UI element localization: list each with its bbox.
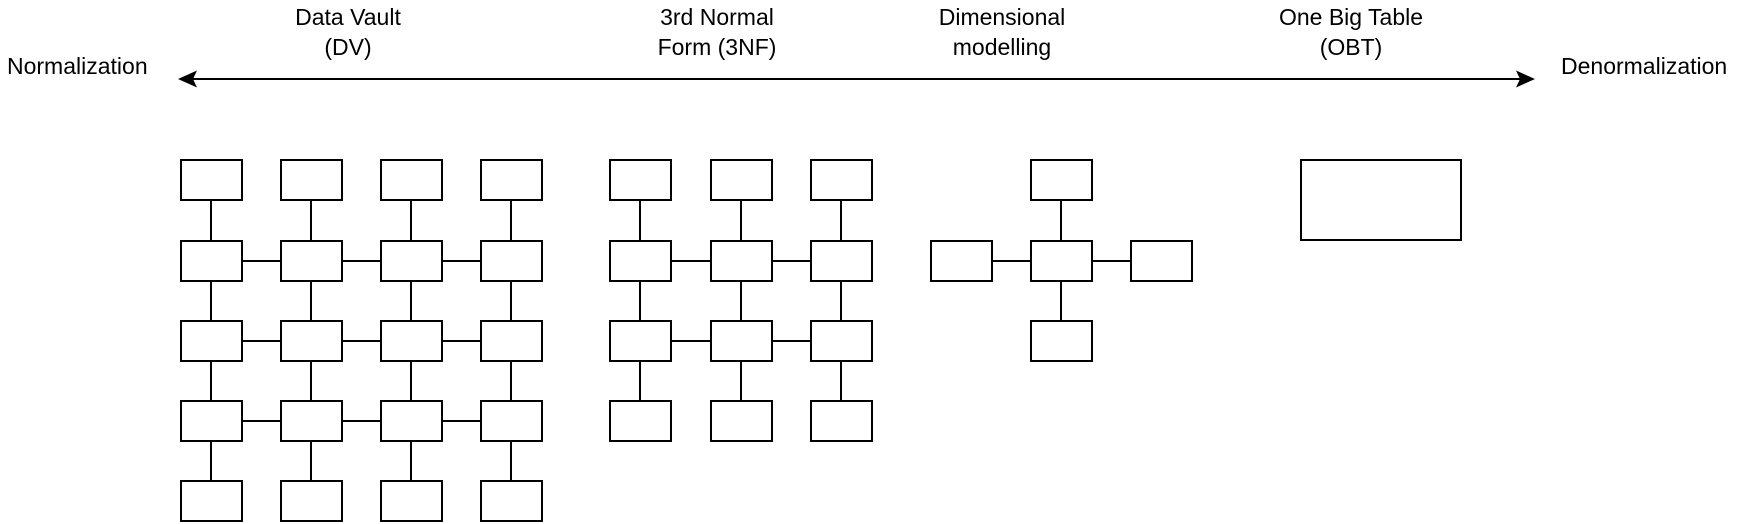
table-box: [710, 320, 773, 362]
table-box: [280, 480, 343, 522]
dimensional-star-schema: [930, 159, 1193, 362]
data-vault-schema: [180, 159, 543, 522]
table-box: [380, 480, 443, 522]
table-box: [180, 400, 243, 442]
table-box: [280, 400, 343, 442]
table-box: [280, 240, 343, 282]
table-box: [480, 400, 543, 442]
label-line: modelling: [952, 34, 1052, 60]
label-line: Form (3NF): [657, 34, 777, 60]
table-box: [930, 240, 993, 282]
table-box: [480, 480, 543, 522]
table-box: [609, 240, 672, 282]
label-dimensional-modelling: Dimensional modelling: [852, 2, 1152, 62]
table-box: [180, 240, 243, 282]
table-box: [710, 159, 773, 201]
label-data-vault: Data Vault (DV): [198, 2, 498, 62]
table-box: [480, 159, 543, 201]
table-box: [1030, 320, 1093, 362]
table-box: [480, 240, 543, 282]
table-box: [380, 240, 443, 282]
table-box: [280, 320, 343, 362]
table-box: [180, 480, 243, 522]
label-third-normal-form: 3rd Normal Form (3NF): [567, 2, 867, 62]
third-normal-form-schema: [609, 159, 873, 442]
table-box: [1300, 159, 1462, 241]
table-box: [280, 159, 343, 201]
table-box: [810, 159, 873, 201]
arrow-left-head: [178, 70, 197, 88]
label-line: One Big Table: [1278, 4, 1424, 30]
table-box: [609, 400, 672, 442]
table-box: [180, 320, 243, 362]
label-line: (DV): [324, 34, 372, 60]
label-line: 3rd Normal: [660, 4, 774, 30]
table-box: [1030, 240, 1093, 282]
table-box: [480, 320, 543, 362]
table-box: [180, 159, 243, 201]
arrow-right-head: [1516, 70, 1535, 88]
table-box: [710, 400, 773, 442]
denormalization-label: Denormalization: [1561, 53, 1728, 79]
table-box: [810, 400, 873, 442]
table-box: [810, 320, 873, 362]
table-box: [1030, 159, 1093, 201]
table-box: [609, 159, 672, 201]
table-box: [380, 400, 443, 442]
table-box: [1130, 240, 1193, 282]
one-big-table-schema: [1300, 159, 1462, 241]
label-line: (OBT): [1319, 34, 1383, 60]
label-line: Dimensional: [938, 4, 1066, 30]
table-box: [710, 240, 773, 282]
normalization-label: Normalization: [7, 53, 148, 79]
table-box: [810, 240, 873, 282]
table-box: [380, 159, 443, 201]
label-line: Data Vault: [295, 4, 401, 30]
label-one-big-table: One Big Table (OBT): [1201, 2, 1501, 62]
table-box: [609, 320, 672, 362]
table-box: [380, 320, 443, 362]
